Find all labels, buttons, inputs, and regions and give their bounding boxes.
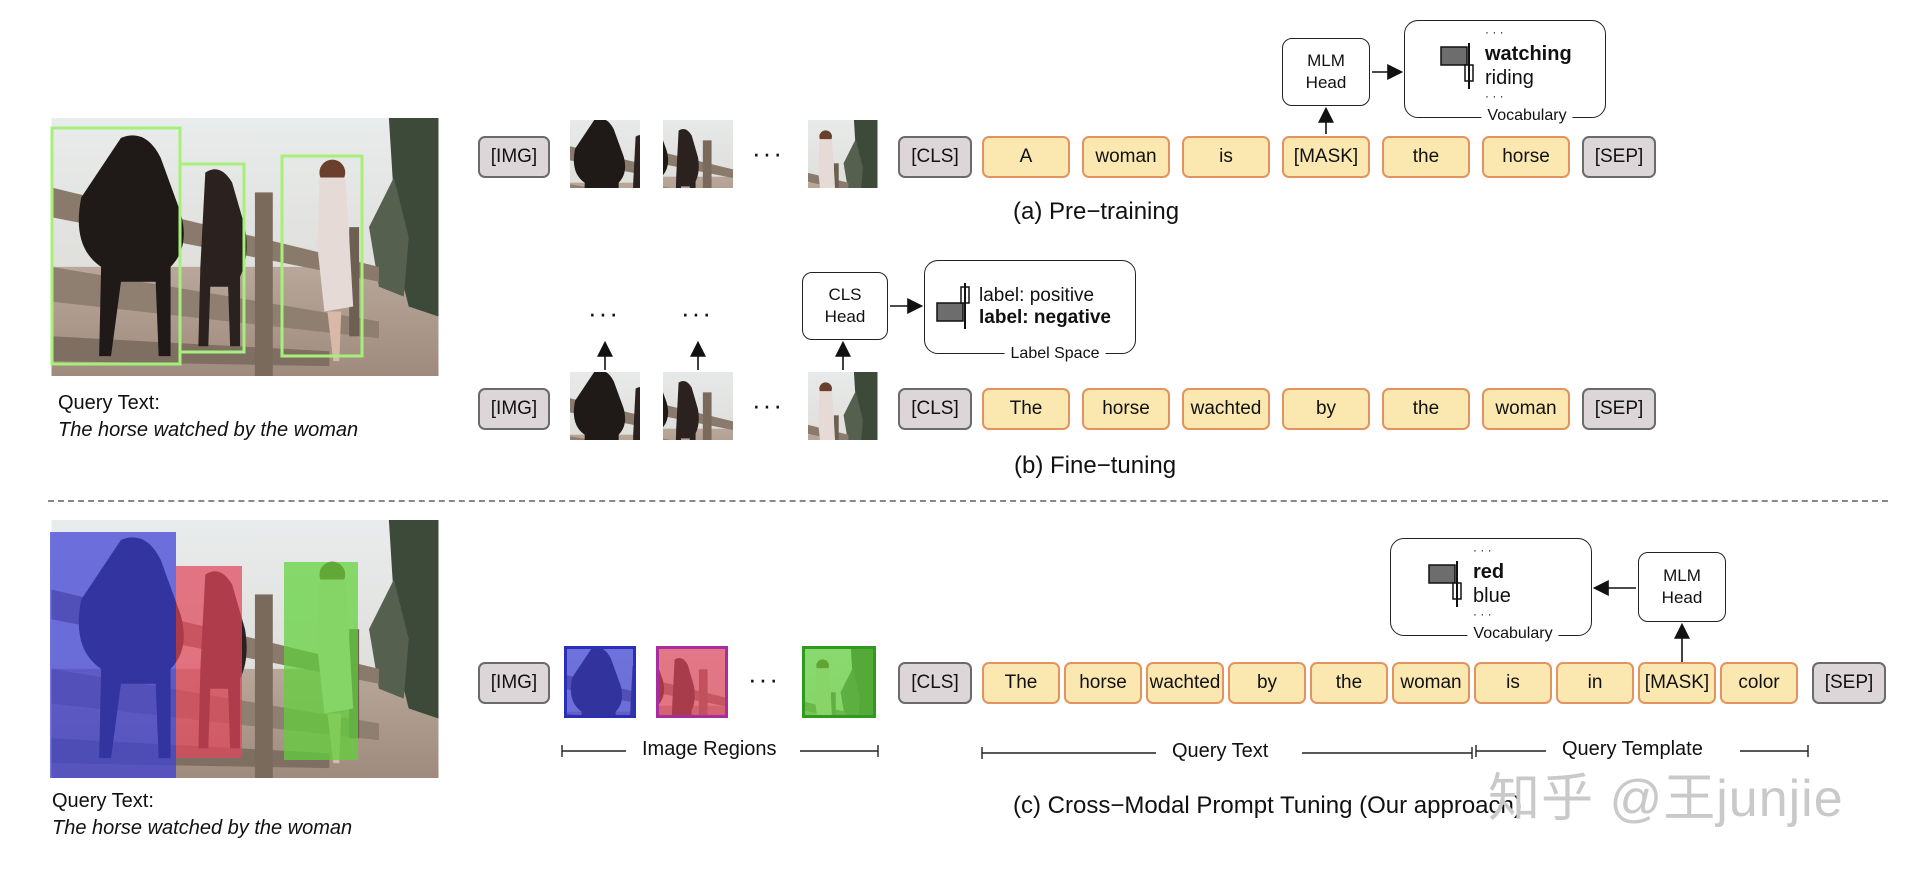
text-token: the — [1310, 662, 1388, 704]
panel-c-caption: (c) Cross−Modal Prompt Tuning (Our appro… — [1013, 792, 1522, 819]
bar-icon — [936, 283, 970, 329]
cls-head: CLS Head — [802, 272, 888, 340]
region-thumb-red — [656, 646, 728, 718]
vocabulary-box-c: · · · red blue · · · Vocabulary — [1390, 538, 1592, 643]
ellipsis: ··· — [752, 390, 784, 420]
vocab-word-1: watching — [1485, 43, 1572, 65]
text-token: by — [1228, 662, 1306, 704]
vocab-word-1: red — [1473, 561, 1505, 583]
region-blue — [50, 532, 176, 778]
span-query-text: Query Text — [1164, 740, 1277, 763]
head-line1: MLM — [1663, 566, 1701, 585]
vocabulary-label: Vocabulary — [1467, 625, 1559, 643]
text-token: wachted — [1146, 662, 1224, 704]
dots: · · · — [1485, 25, 1504, 39]
ellipsis: ··· — [681, 298, 713, 328]
mlm-head-a: MLM Head — [1282, 38, 1370, 106]
text-token: by — [1282, 388, 1370, 430]
text-token: The — [982, 662, 1060, 704]
query-text-bottom: Query Text: The horse watched by the wom… — [52, 788, 352, 842]
cls-token: [CLS] — [898, 388, 972, 430]
panel-a-row: [IMG] ··· [CLS] A woman is [MASK] the ho… — [0, 120, 1920, 188]
label-space-label: Label Space — [1004, 345, 1106, 363]
head-line2: Head — [824, 307, 866, 326]
vocab-word-2: riding — [1485, 67, 1534, 89]
template-token: in — [1556, 662, 1634, 704]
span-lines — [561, 745, 1809, 759]
label-space-box: label: positive label: negative Label Sp… — [924, 260, 1136, 363]
sep-token: [SEP] — [1582, 388, 1656, 430]
ellipsis: ··· — [748, 664, 780, 694]
photo-scene — [50, 118, 439, 376]
bottom-photo — [50, 520, 440, 778]
text-token: woman — [1482, 388, 1570, 430]
span-query-template: Query Template — [1554, 738, 1711, 761]
head-line2: Head — [1305, 73, 1347, 92]
ellipsis: ··· — [588, 298, 620, 328]
query-text-content: The horse watched by the woman — [58, 419, 359, 441]
text-token: horse — [1482, 136, 1570, 178]
region-thumb-blue — [564, 646, 636, 718]
region-thumb-green — [802, 646, 876, 718]
text-token: woman — [1082, 136, 1170, 178]
head-line2: Head — [1661, 588, 1703, 607]
mask-token: [MASK] — [1282, 136, 1370, 178]
panel-c-row: [IMG] ··· [CLS] The horse wachted by the… — [0, 646, 1920, 718]
img-token: [IMG] — [478, 136, 550, 178]
region-red — [176, 566, 242, 758]
bar-icon — [1428, 561, 1462, 607]
label-negative: label: negative — [979, 307, 1111, 328]
panel-divider — [48, 500, 1888, 502]
label-positive: label: positive — [979, 285, 1095, 306]
span-image-regions: Image Regions — [634, 738, 785, 761]
sep-token: [SEP] — [1812, 662, 1886, 704]
panel-b-row: [IMG] ··· [CLS] The horse wachted by the… — [0, 372, 1920, 440]
query-text-label: Query Text: — [58, 392, 160, 414]
head-line1: CLS — [828, 285, 862, 304]
query-text-content: The horse watched by the woman — [52, 817, 353, 839]
cls-token: [CLS] — [898, 662, 972, 704]
text-token: the — [1382, 136, 1470, 178]
mlm-head-c: MLM Head — [1638, 552, 1726, 622]
img-token: [IMG] — [478, 388, 550, 430]
ellipsis: ··· — [752, 138, 784, 168]
dots: · · · — [1473, 543, 1492, 557]
text-token: horse — [1082, 388, 1170, 430]
panel-b-caption: (b) Fine−tuning — [1014, 452, 1177, 479]
watermark: 知乎 @王junjie — [1488, 770, 1844, 828]
img-token: [IMG] — [478, 662, 550, 704]
text-token: wachted — [1182, 388, 1270, 430]
text-token: The — [982, 388, 1070, 430]
query-text-label: Query Text: — [52, 790, 154, 812]
photo-scene-colored — [50, 520, 439, 778]
top-photo — [50, 118, 440, 376]
text-token: is — [1182, 136, 1270, 178]
template-token: is — [1474, 662, 1552, 704]
head-line1: MLM — [1307, 51, 1345, 70]
cls-token: [CLS] — [898, 136, 972, 178]
template-token: color — [1720, 662, 1798, 704]
region-green — [284, 562, 358, 760]
sep-token: [SEP] — [1582, 136, 1656, 178]
vocabulary-box-a: · · · watching riding · · · Vocabulary — [1404, 20, 1606, 125]
text-token: woman — [1392, 662, 1470, 704]
vocabulary-label: Vocabulary — [1481, 107, 1573, 125]
text-token: the — [1382, 388, 1470, 430]
query-text-top: Query Text: The horse watched by the wom… — [58, 390, 358, 444]
panel-a-caption: (a) Pre−training — [1013, 198, 1180, 225]
dots: · · · — [1473, 607, 1492, 621]
vocab-word-2: blue — [1473, 585, 1511, 607]
mask-token: [MASK] — [1638, 662, 1716, 704]
bar-icon — [1440, 43, 1474, 89]
text-token: horse — [1064, 662, 1142, 704]
text-token: A — [982, 136, 1070, 178]
dots: · · · — [1485, 89, 1504, 103]
